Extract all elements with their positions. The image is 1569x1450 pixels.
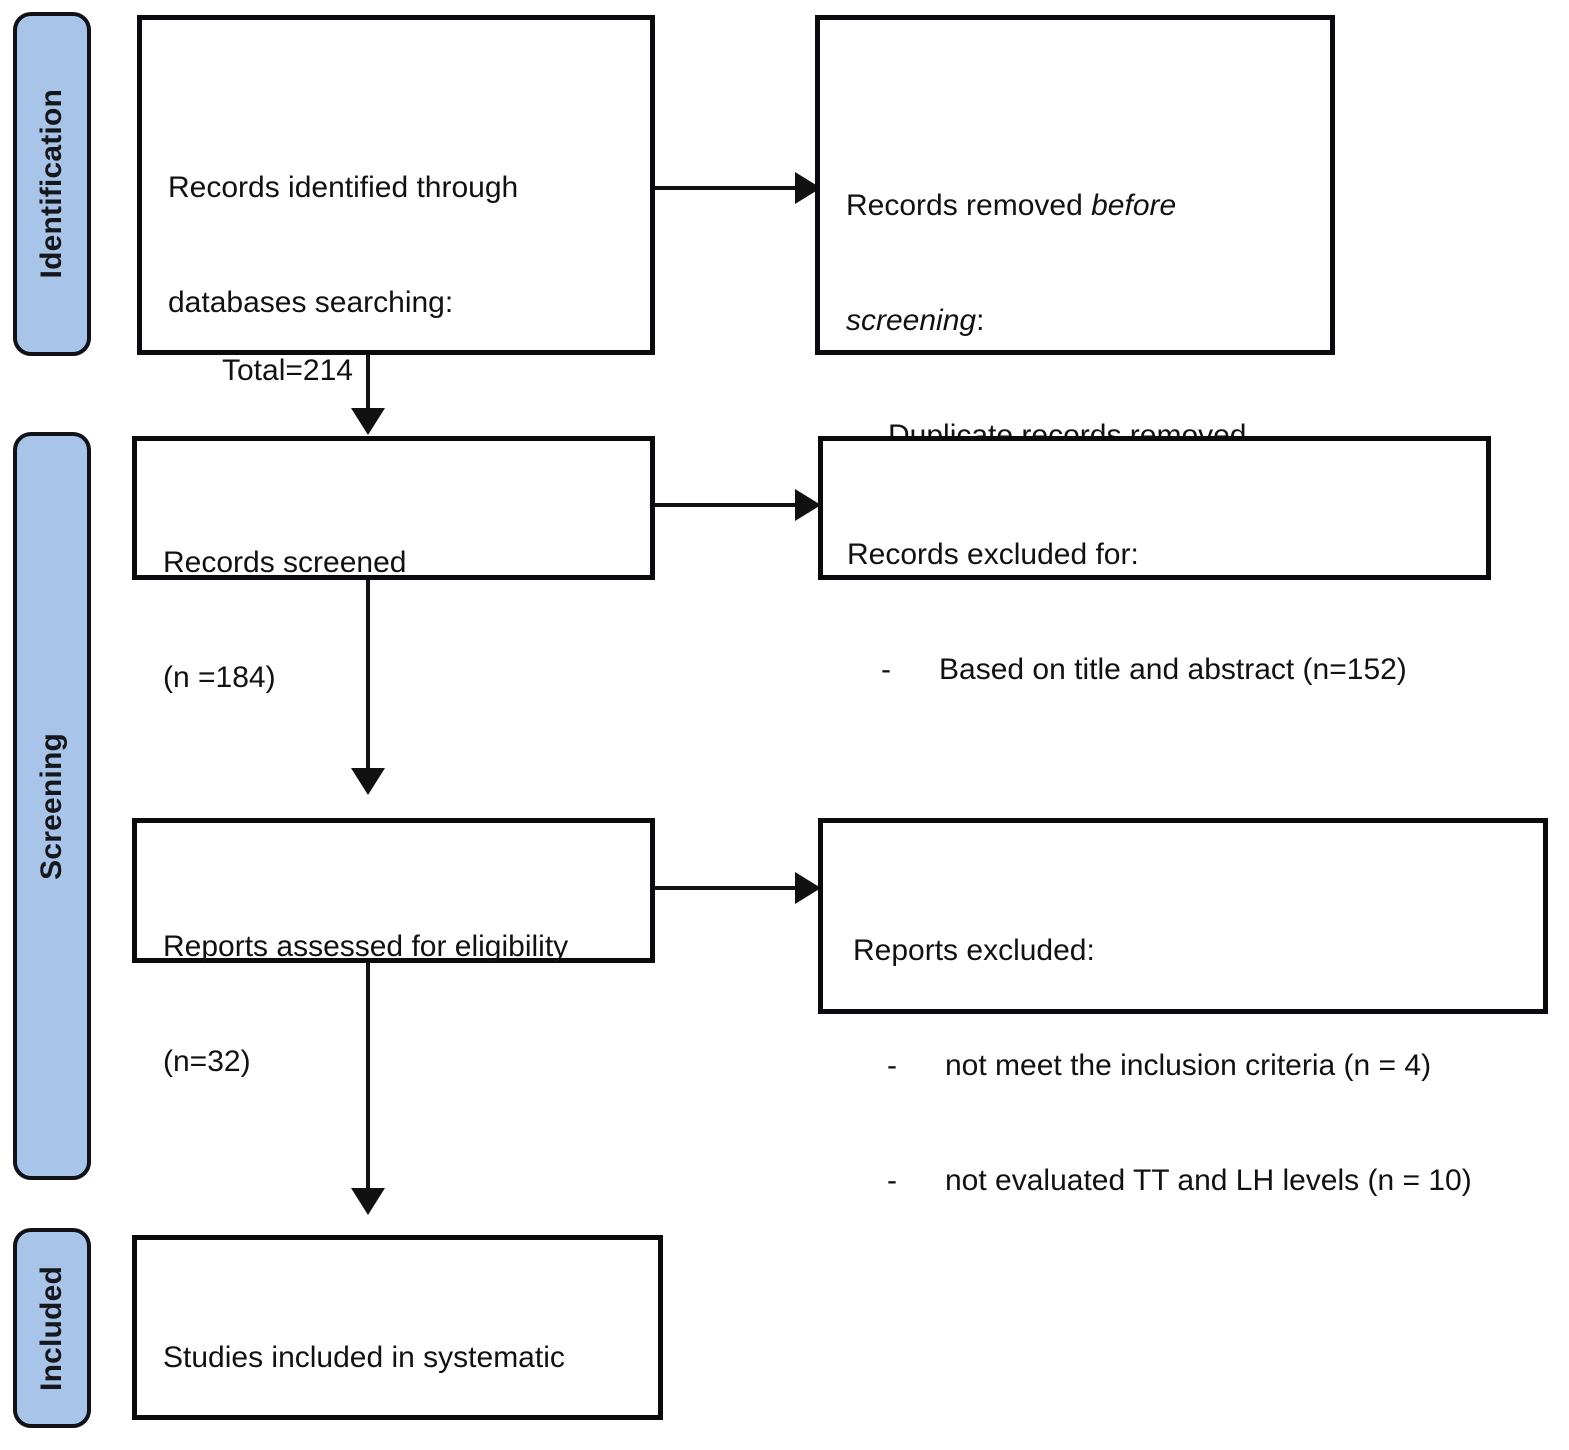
records-excluded-bullet-1-text: Based on title and abstract (n=152) [939, 652, 1407, 686]
bullet-dash-icon: - [881, 652, 891, 686]
box-records-screened: Records screened (n =184) [132, 436, 655, 694]
phase-bar-identification: Identification [13, 12, 91, 356]
arrowhead-eligibility-to-included [351, 1188, 385, 1215]
phase-label-identification: Identification [35, 89, 68, 279]
box-studies-included: Studies included in systematic review an… [132, 1235, 663, 1420]
phase-bar-included: Included [13, 1228, 91, 1428]
phase-label-included: Included [35, 1265, 68, 1391]
records-removed-line-2: screening: [846, 302, 1316, 340]
reports-excluded-bullet-2-text: not evaluated TT and LH levels (n = 10) [945, 1164, 1472, 1198]
box-reports-excluded: Reports excluded: - not meet the inclusio… [818, 818, 1548, 1197]
records-screened-count: (n =184) [163, 660, 276, 694]
box-records-excluded: Records excluded for: - Based on title an… [818, 436, 1491, 686]
arrowhead-eligibility-to-reports-excluded [795, 872, 821, 904]
phase-label-screening: Screening [35, 732, 68, 880]
reports-eligibility-line-1: Reports assessed for eligibility [163, 929, 569, 963]
box-records-identified: Records identified through databases sea… [137, 15, 655, 387]
reports-excluded-bullet-2: - not evaluated TT and LH levels (n = 10) [853, 1162, 1529, 1200]
box-records-removed-before-screening: Records removed before screening: Duplic… [815, 15, 1335, 567]
connector-screened-to-excluded [655, 503, 803, 507]
records-excluded-bullet-1: - Based on title and abstract (n=152) [847, 651, 1472, 689]
records-identified-line-1: Records identified through [168, 170, 519, 204]
reports-excluded-bullet-1-text: not meet the inclusion criteria (n = 4) [945, 1048, 1432, 1082]
bullet-dash-icon: - [887, 1048, 897, 1082]
connector-identified-to-screened [366, 355, 370, 413]
records-removed-emph-screening: screening [846, 303, 977, 337]
records-identified-total: Total=214 [222, 353, 353, 387]
records-removed-colon: : [976, 303, 985, 337]
records-excluded-line-1: Records excluded for: [847, 537, 1139, 571]
connector-eligibility-to-reports-excluded [655, 886, 803, 890]
records-identified-line-2: databases searching: [168, 285, 454, 319]
studies-included-line-1: Studies included in systematic [163, 1340, 565, 1374]
bullet-dash-icon: - [887, 1164, 897, 1198]
arrowhead-screened-to-excluded [795, 489, 821, 521]
reports-excluded-bullet-1: - not meet the inclusion criteria (n = 4) [853, 1047, 1529, 1085]
records-screened-line-1: Records screened [163, 545, 407, 579]
arrowhead-screened-to-eligibility [351, 768, 385, 795]
arrowhead-identified-to-screened [351, 408, 385, 435]
reports-eligibility-count: (n=32) [163, 1044, 251, 1078]
connector-identified-to-removed [655, 186, 803, 190]
box-reports-assessed-eligibility: Reports assessed for eligibility (n=32) [132, 818, 655, 1078]
reports-excluded-line-1: Reports excluded: [853, 933, 1095, 967]
connector-screened-to-eligibility [366, 580, 370, 772]
connector-eligibility-to-included [366, 963, 370, 1193]
records-removed-emph-before: before [1091, 188, 1177, 222]
records-removed-line-1: Records removed before [846, 187, 1316, 225]
phase-bar-screening: Screening [13, 432, 91, 1180]
records-removed-text: Records removed [846, 188, 1092, 222]
